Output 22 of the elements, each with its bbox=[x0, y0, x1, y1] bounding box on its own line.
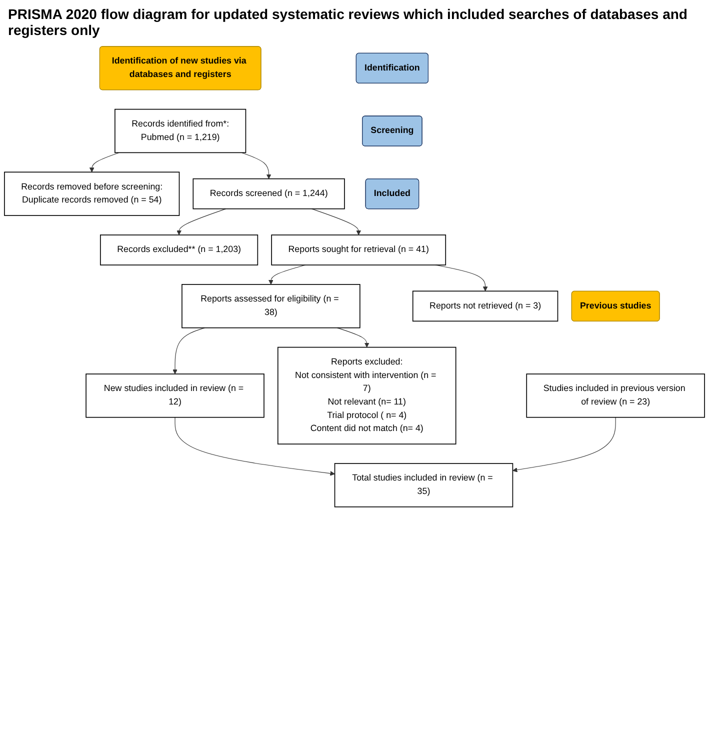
arrow bbox=[241, 152, 272, 180]
arrow bbox=[268, 264, 306, 285]
arrow bbox=[311, 208, 362, 236]
arrow bbox=[176, 208, 226, 236]
arrow bbox=[512, 417, 616, 472]
node-box: Reports not retrieved (n = 3) bbox=[412, 290, 558, 322]
arrow bbox=[336, 328, 370, 348]
node-box: New studies included in review (n = 12) bbox=[86, 374, 264, 418]
diagram-title: PRISMA 2020 flow diagram for updated systematic reviews which included searches of databases and registers only bbox=[8, 6, 688, 38]
arrow bbox=[435, 264, 488, 292]
node-box: Records screened (n = 1,244) bbox=[192, 178, 345, 210]
arrow bbox=[172, 328, 205, 374]
node-box: Records identified from*: Pubmed (n = 1,219) bbox=[114, 108, 246, 154]
node-box: Records excluded** (n = 1,203) bbox=[100, 234, 258, 266]
node-box: Records removed before screening: Duplicate records removed (n = 54) bbox=[4, 172, 180, 216]
node-box: Reports sought for retrieval (n = 41) bbox=[271, 234, 446, 266]
node-box: Reports excluded: Not consistent with intervention (n = 7) Not relevant (n= 11) Trial protocol ( n= 4) Content did not match (n= 4) bbox=[277, 346, 456, 444]
node-box: Total studies included in review (n = 35) bbox=[334, 463, 514, 508]
arrow bbox=[174, 417, 335, 476]
arrow bbox=[89, 152, 120, 172]
node-box: Reports assessed for eligibility (n = 38) bbox=[182, 284, 360, 328]
node-box: Studies included in previous version of review (n = 23) bbox=[526, 374, 705, 418]
